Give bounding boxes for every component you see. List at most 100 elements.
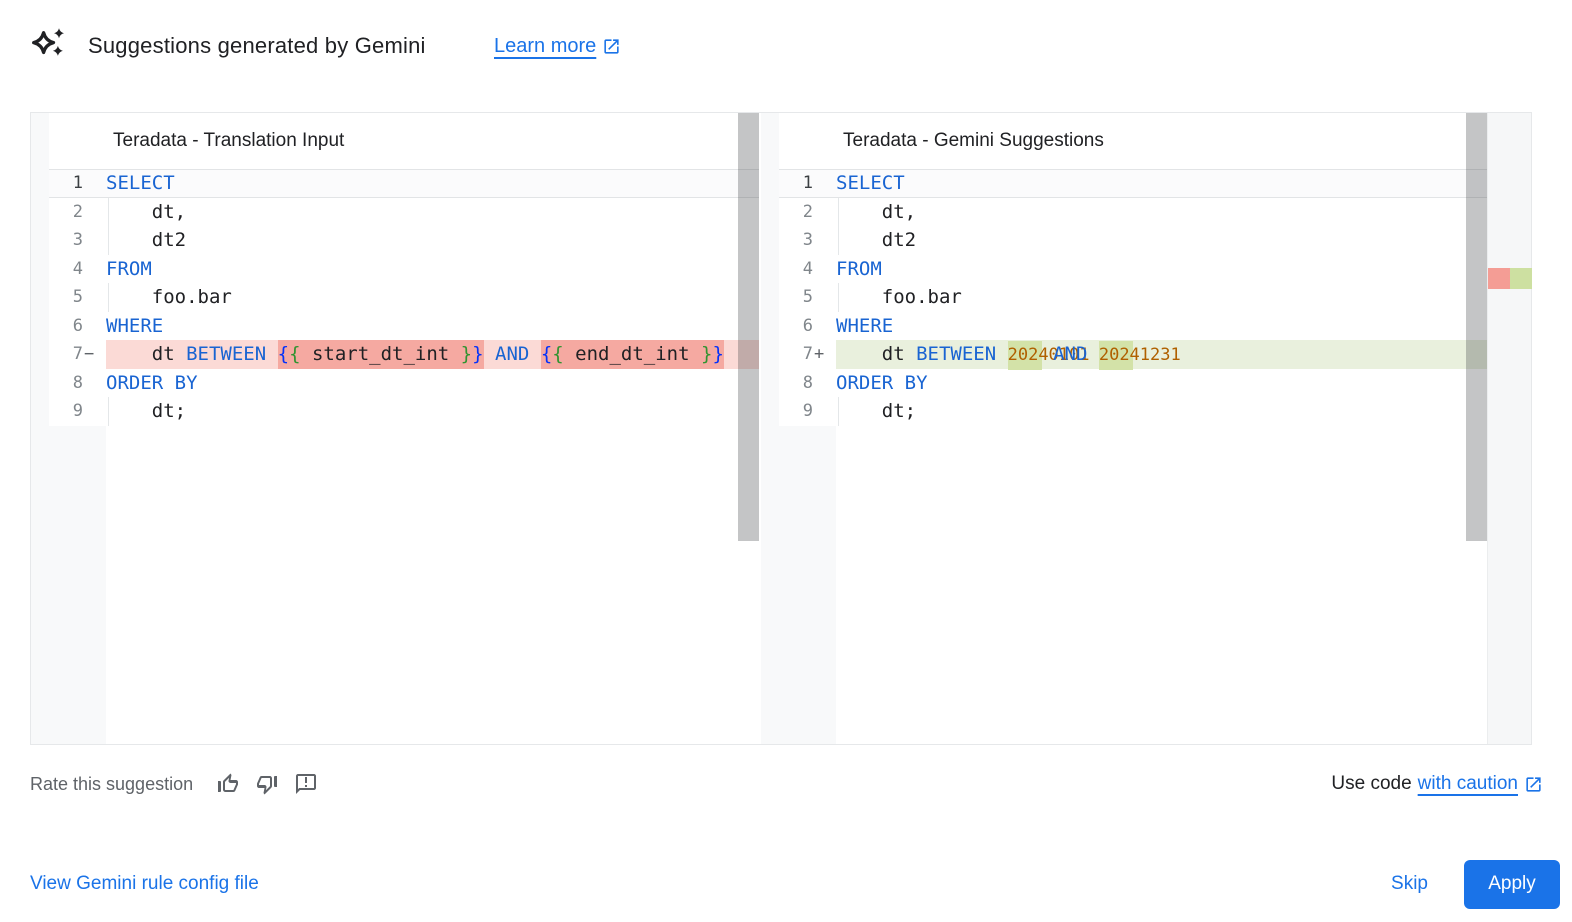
diff-sign — [83, 198, 106, 227]
token: FROM — [836, 257, 882, 280]
code-text: dt; — [836, 397, 1487, 426]
token: end_dt_int — [563, 340, 701, 369]
token: BETWEEN — [916, 343, 997, 365]
line-number: 2 — [72, 201, 83, 222]
token: dt — [106, 343, 187, 365]
line-number: 5 — [802, 287, 813, 307]
token: foo.bar — [106, 286, 232, 308]
line-number: 4 — [802, 258, 813, 279]
token — [529, 340, 540, 369]
diff-sign — [83, 170, 106, 197]
scrollbar-thumb-modified[interactable] — [1466, 113, 1487, 541]
indent-guide — [838, 283, 839, 312]
code-text: dt2 — [836, 226, 1487, 255]
code-text: dt BETWEEN {{ start_dt_int }} AND {{ end… — [106, 340, 759, 369]
thumbs-down-button[interactable] — [254, 771, 280, 797]
code-text: dt, — [106, 197, 759, 226]
token: WHERE — [106, 314, 164, 337]
code-line: 4 FROM — [779, 255, 1487, 284]
diff-sign — [813, 255, 836, 284]
token: } — [460, 340, 473, 369]
code-text: foo.bar — [836, 283, 1487, 312]
token: } — [472, 340, 484, 369]
with-caution-link[interactable]: with caution — [1417, 773, 1518, 794]
code-text: WHERE — [836, 312, 1487, 341]
diff-sign — [813, 283, 836, 312]
thumbs-up-icon — [218, 773, 239, 792]
indent-guide — [838, 197, 839, 226]
gutter-tail — [761, 425, 836, 744]
indent-guide — [108, 283, 109, 312]
code-text: ORDER BY — [106, 369, 759, 398]
token: ORDER BY — [836, 371, 928, 394]
diff-overview-ruler — [1487, 113, 1532, 744]
code-line: 9 dt; — [49, 397, 759, 426]
code-line: 7+ dt BETWEEN 20240101 AND 20241231 — [779, 340, 1487, 370]
line-number: 1 — [802, 173, 813, 193]
indent-guide — [108, 197, 109, 226]
apply-button[interactable]: Apply — [1464, 859, 1560, 909]
rate-row: Rate this suggestion Use code with cauti… — [30, 768, 1543, 800]
code-text: ORDER BY — [836, 369, 1487, 398]
token: SELECT — [106, 172, 175, 194]
open-in-new-icon — [604, 39, 619, 54]
token: dt2 — [836, 229, 917, 251]
feedback-icon — [296, 774, 317, 794]
thumbs-up-button[interactable] — [215, 771, 241, 797]
token: { — [289, 340, 301, 369]
learn-more-link[interactable]: Learn more — [494, 35, 621, 58]
code-line: 3 dt2 — [49, 226, 759, 255]
skip-button[interactable]: Skip — [1377, 865, 1442, 903]
feedback-button[interactable] — [293, 771, 319, 797]
code-text: SELECT — [836, 170, 1487, 197]
token — [484, 340, 495, 369]
code-line: 5 foo.bar — [779, 283, 1487, 312]
line-number: 7 — [72, 344, 83, 364]
token: WHERE — [836, 314, 894, 337]
token: dt2 — [106, 229, 187, 251]
scrollbar-thumb-original[interactable] — [738, 113, 759, 541]
token — [266, 340, 277, 369]
open-in-new-icon — [1526, 776, 1541, 792]
line-number: 7 — [802, 344, 813, 364]
indent-guide — [108, 226, 109, 255]
ruler-mark-insert — [1510, 268, 1532, 289]
code-line: 5 foo.bar — [49, 283, 759, 312]
code-text: WHERE — [106, 312, 759, 341]
diff-sign — [813, 226, 836, 255]
code-line: 7− dt BETWEEN {{ start_dt_int }} AND {{ … — [49, 340, 759, 369]
indent-guide — [838, 397, 839, 426]
gutter-tail — [31, 425, 106, 744]
token: AND — [1053, 343, 1088, 365]
code-text: dt; — [106, 397, 759, 426]
token: } — [701, 340, 713, 369]
line-number: 2 — [802, 201, 813, 222]
code-line: 8 ORDER BY — [49, 369, 759, 398]
token: SELECT — [836, 172, 905, 194]
token: dt; — [106, 400, 187, 422]
code-text: FROM — [836, 255, 1487, 284]
line-number: 8 — [72, 372, 83, 393]
code-line: 2 dt, — [779, 197, 1487, 226]
indent-guide — [108, 397, 109, 426]
token: dt, — [836, 200, 917, 223]
diff-sign — [83, 312, 106, 341]
view-config-link[interactable]: View Gemini rule config file — [30, 873, 259, 894]
diff-sign — [813, 170, 836, 197]
code-text: dt2 — [106, 226, 759, 255]
token: FROM — [106, 257, 152, 280]
rate-label: Rate this suggestion — [30, 773, 194, 794]
code-text: dt BETWEEN 20240101 AND 20241231 — [836, 340, 1487, 370]
action-bar: View Gemini rule config file Skip Apply — [30, 858, 1560, 910]
line-number: 5 — [72, 287, 83, 307]
thumbs-down-icon — [257, 776, 278, 795]
diff-sign — [83, 255, 106, 284]
